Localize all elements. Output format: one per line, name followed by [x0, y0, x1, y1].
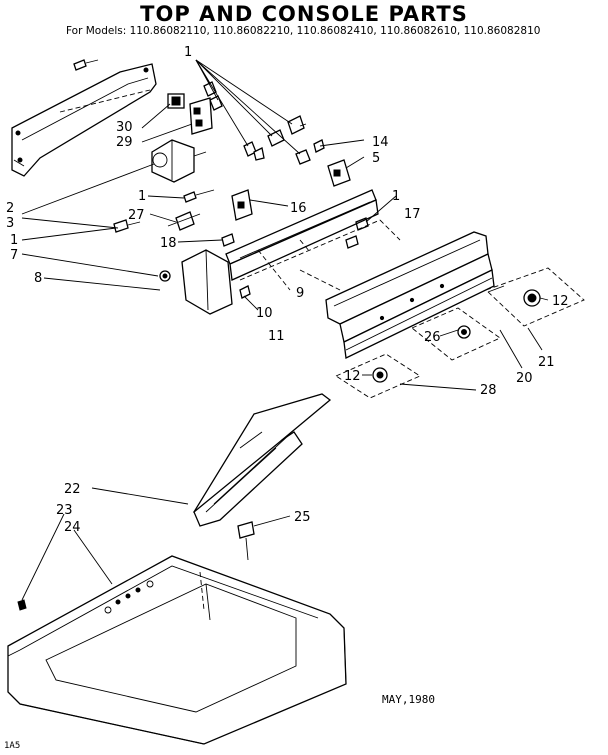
screw-part-17 [345, 217, 369, 249]
switch-part-30 [167, 93, 185, 109]
callout-23: 23 [56, 503, 73, 518]
screw-part-top-left [73, 59, 99, 71]
pin-part-18 [221, 233, 235, 247]
callout-labels: 1 14 5 30 29 2 3 1 16 1 17 27 1 7 18 8 9… [6, 45, 569, 535]
rear-bracket-part [11, 63, 157, 177]
switch-part-29 [189, 97, 213, 135]
clip-part-27 [167, 211, 201, 231]
timer-motor-part [151, 139, 207, 183]
callout-1-right: 1 [392, 189, 400, 204]
top-panel-part-24 [7, 555, 347, 745]
callout-1-top: 1 [184, 45, 192, 60]
callout-22: 22 [64, 482, 81, 497]
callout-27: 27 [128, 208, 145, 223]
callout-28: 28 [480, 383, 497, 398]
knob-group-26 [411, 307, 501, 361]
callout-11: 11 [268, 329, 285, 344]
callout-12-left: 12 [344, 369, 361, 384]
callout-20: 20 [516, 371, 533, 386]
callout-18: 18 [160, 236, 177, 251]
callout-3: 3 [6, 216, 14, 231]
leader-lines [21, 59, 549, 601]
callout-16: 16 [290, 201, 307, 216]
bracket-part-5 [327, 159, 351, 187]
callout-29: 29 [116, 135, 133, 150]
screw-part-mid [183, 189, 215, 203]
revision-date: MAY,1980 [382, 693, 435, 706]
knob-group-left [335, 353, 421, 399]
callout-2: 2 [6, 201, 14, 216]
support-bracket-part-22 [192, 393, 332, 527]
callout-7: 7 [10, 248, 18, 263]
model-numbers-line: For Models: 110.86082110, 110.86082210, … [66, 25, 541, 37]
diagram-title: TOP AND CONSOLE PARTS [140, 2, 468, 26]
callout-30: 30 [116, 120, 133, 135]
screw-part-25 [237, 521, 255, 561]
corner-code: 1A5 [4, 741, 21, 751]
callout-24: 24 [64, 520, 81, 535]
switch-part-16 [231, 189, 253, 221]
console-panel-part [325, 231, 495, 359]
callout-1-mid: 1 [138, 189, 146, 204]
end-cap-part-8 [159, 249, 251, 315]
callout-8: 8 [34, 271, 42, 286]
callout-14: 14 [372, 135, 389, 150]
clip-part-23 [17, 599, 27, 611]
callout-21: 21 [538, 355, 555, 370]
screw-part-left [113, 219, 141, 233]
callout-5: 5 [372, 151, 380, 166]
control-channel-part [225, 189, 401, 291]
knob-group-right [485, 267, 585, 327]
callout-26: 26 [424, 330, 441, 345]
callout-1-left: 1 [10, 233, 18, 248]
callout-12-right: 12 [552, 294, 569, 309]
callout-25: 25 [294, 510, 311, 525]
clip-parts-row [203, 81, 325, 165]
callout-9: 9 [296, 286, 304, 301]
callout-10: 10 [256, 306, 273, 321]
callout-17: 17 [404, 207, 421, 222]
